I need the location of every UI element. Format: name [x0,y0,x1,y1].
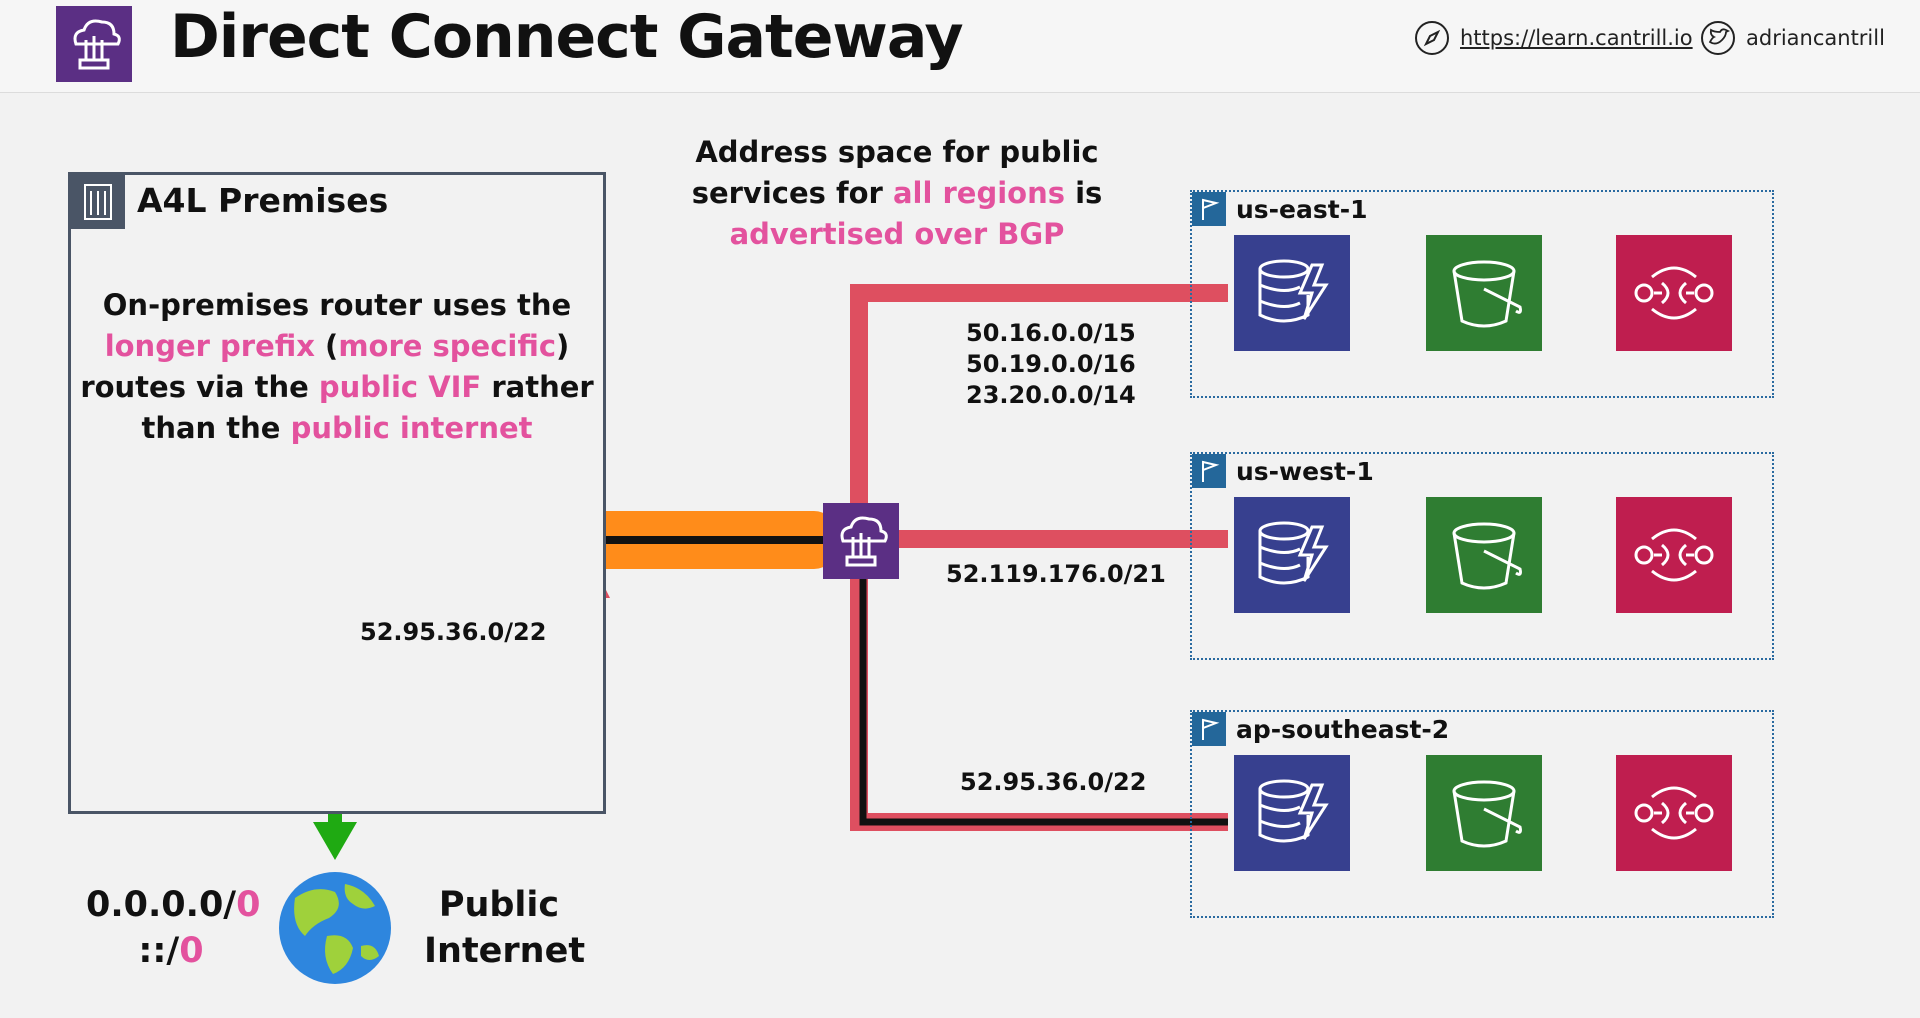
cidr-label: 50.16.0.0/15 [966,319,1136,347]
public-internet-label: Public Internet [424,885,586,971]
bgp-note-part: Address space for public services for [691,135,1099,210]
direct-connect-gateway-icon [823,503,899,579]
flag-icon [1192,454,1226,488]
route-lines-to-regions [850,284,1228,831]
compass-icon [1415,21,1449,55]
bgp-note-part: is [1064,176,1103,210]
flag-icon [1192,192,1226,226]
premises-label: A4L Premises [137,181,389,220]
twitter-handle[interactable]: adriancantrill [1700,20,1885,56]
router-desc-highlight: public internet [290,411,533,445]
s3-bucket-icon [1426,755,1542,871]
cidr-label: 50.19.0.0/16 [966,350,1136,378]
page-title: Direct Connect Gateway [170,2,964,72]
slide-header: Direct Connect Gateway https://learn.can… [0,0,1920,93]
dynamodb-icon [1234,497,1350,613]
router-desc-part: ) routes via the [80,329,570,404]
globe-icon [279,872,391,984]
bgp-note: Address space for public services for al… [672,132,1122,255]
s3-bucket-icon [1426,497,1542,613]
router-desc-part: ( [314,329,339,363]
router-desc-highlight: public VIF [318,370,482,404]
default-route-ipv6: ::/0 [138,931,204,971]
sqs-icon [1616,497,1732,613]
twitter-handle-text[interactable]: adriancantrill [1746,26,1885,50]
region-box-us-west-1: us-west-1 [1190,452,1774,660]
router-desc-part: On-premises router uses the [102,288,572,322]
site-link-text[interactable]: https://learn.cantrill.io [1460,26,1693,50]
router-description: On-premises router uses the longer prefi… [79,285,595,449]
twitter-icon [1701,21,1735,55]
region-label: us-west-1 [1236,457,1374,486]
default-route-ipv4: 0.0.0.0/0 [86,885,261,925]
cidr-label-ap-southeast-2: 52.95.36.0/22 [960,768,1147,796]
cidr-label-us-west-1: 52.119.176.0/21 [946,560,1166,588]
premises-box: A4L Premises On-premises router uses the… [68,172,606,814]
dynamodb-icon [1234,235,1350,351]
cidr-label: 23.20.0.0/14 [966,381,1136,409]
flag-icon [1192,712,1226,746]
s3-bucket-icon [1426,235,1542,351]
cidr-list-us-east-1: 50.16.0.0/15 50.19.0.0/16 23.20.0.0/14 [966,318,1136,411]
cidr-label-premises: 52.95.36.0/22 [360,618,547,646]
region-label: us-east-1 [1236,195,1368,224]
sqs-icon [1616,235,1732,351]
default-routes: 0.0.0.0/0 ::/0 [86,882,261,974]
router-desc-highlight: more specific [338,329,557,363]
building-icon [71,175,125,229]
region-box-ap-southeast-2: ap-southeast-2 [1190,710,1774,918]
router-desc-highlight: longer prefix [104,329,315,363]
direct-connect-gateway-icon [56,6,132,82]
public-vif-path-ap-southeast-2 [859,570,1228,826]
site-link[interactable]: https://learn.cantrill.io [1414,20,1693,56]
bgp-note-highlight: all regions [892,176,1065,210]
region-label: ap-southeast-2 [1236,715,1450,744]
router-desc-part: rather than the [141,370,594,445]
dynamodb-icon [1234,755,1350,871]
bgp-note-highlight: advertised over BGP [729,217,1065,251]
region-box-us-east-1: us-east-1 [1190,190,1774,398]
sqs-icon [1616,755,1732,871]
